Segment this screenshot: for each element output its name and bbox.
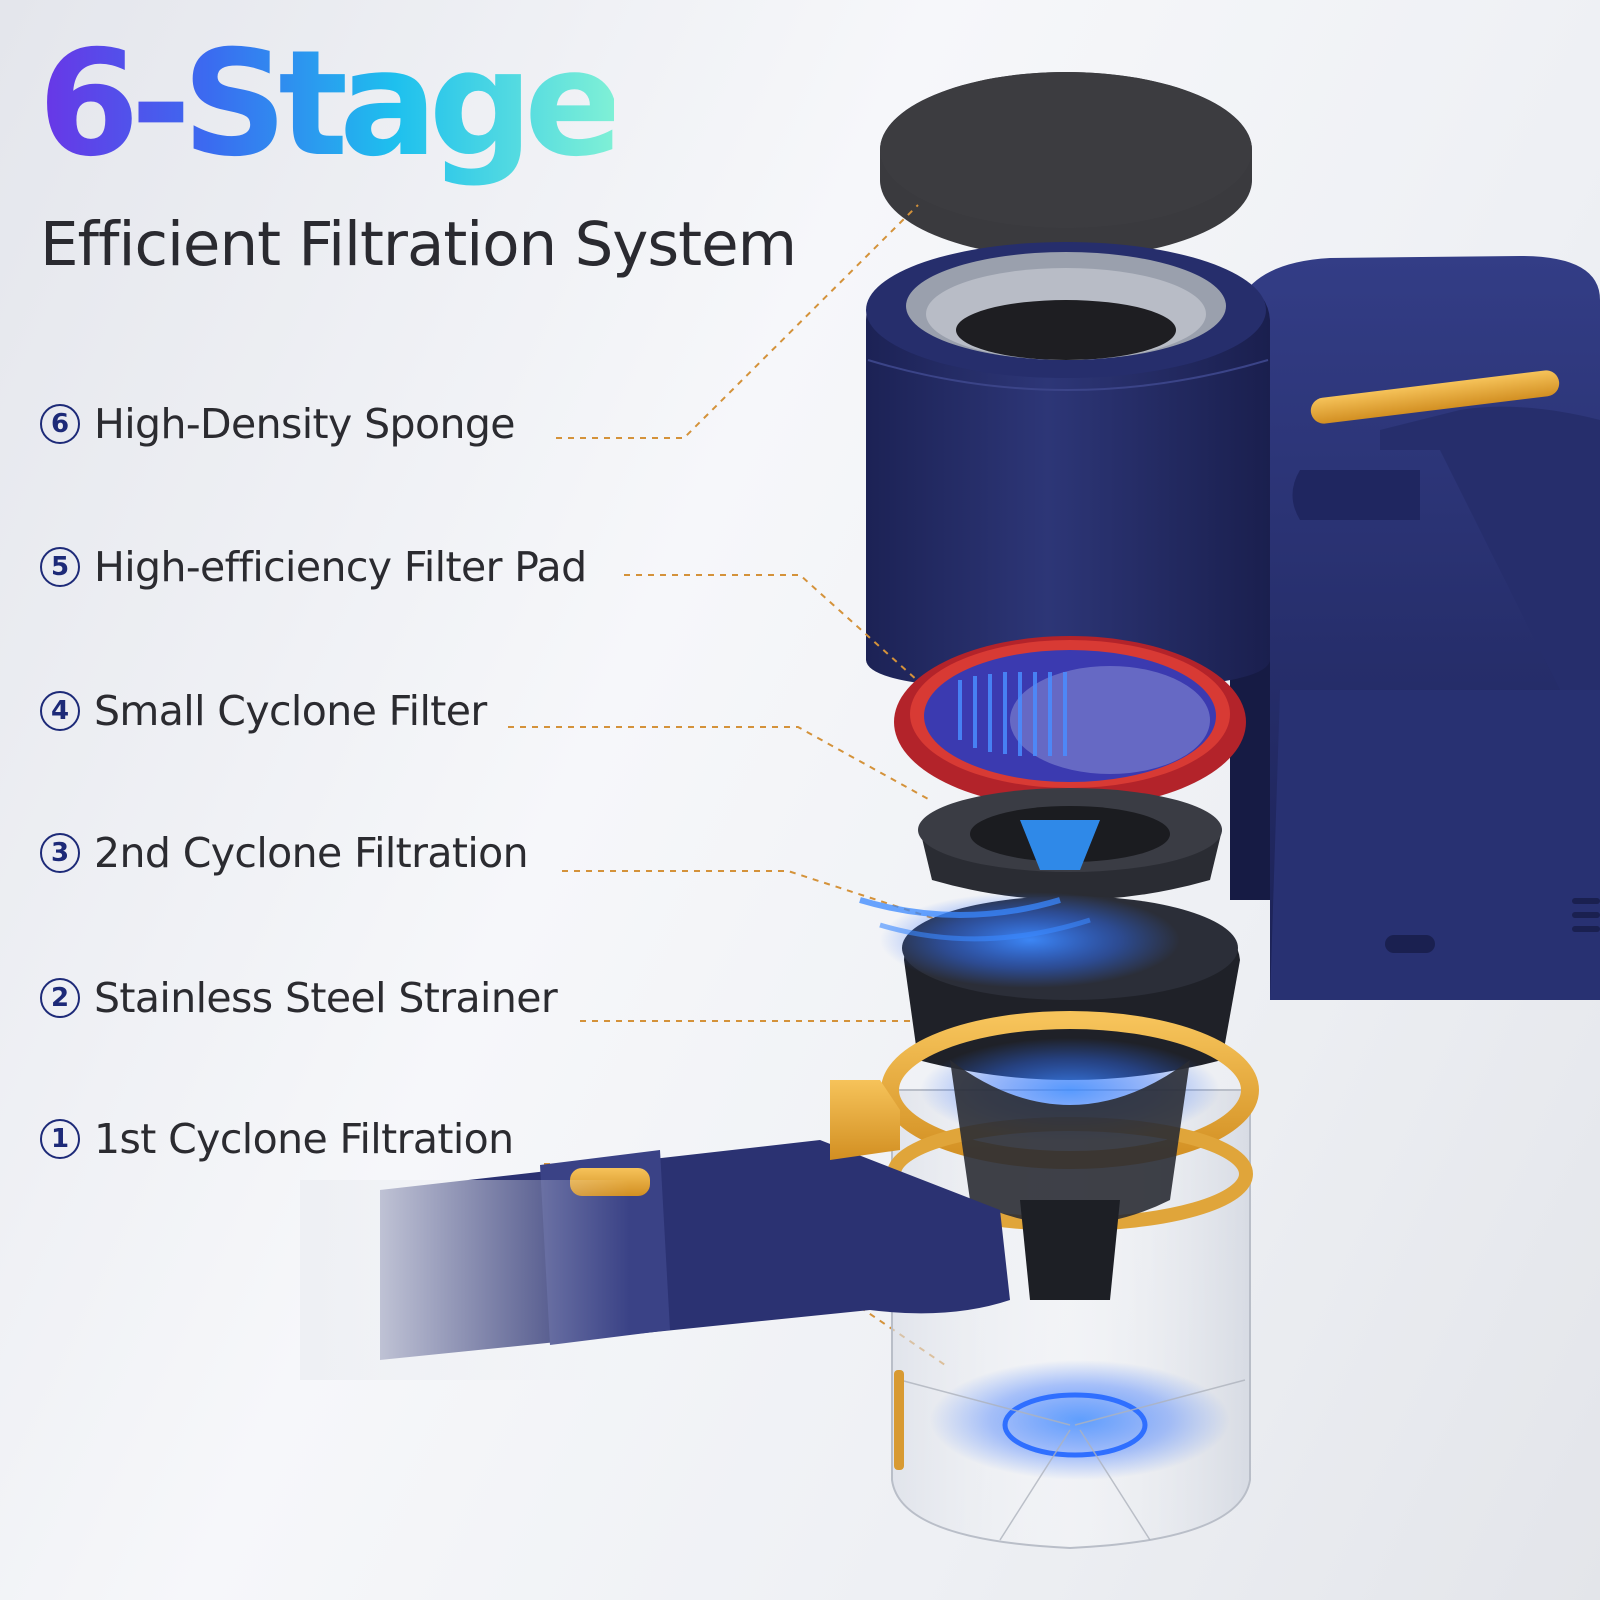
dust-cup xyxy=(881,1011,1259,1550)
stage-label: 1st Cyclone Filtration xyxy=(94,1115,514,1163)
filter-pad-ring xyxy=(894,636,1246,808)
stage-label: 2nd Cyclone Filtration xyxy=(94,829,529,877)
stage-item-4: 4 Small Cyclone Filter xyxy=(40,687,487,735)
stage-item-1: 1 1st Cyclone Filtration xyxy=(40,1115,514,1163)
stage-label: High-efficiency Filter Pad xyxy=(94,543,587,591)
stage-number-badge: 6 xyxy=(40,404,80,444)
small-cyclone-filter xyxy=(918,788,1222,900)
stage-number-badge: 4 xyxy=(40,691,80,731)
stage-item-6: 6 High-Density Sponge xyxy=(40,400,516,448)
handle-body xyxy=(1230,256,1600,1000)
stage-label: Small Cyclone Filter xyxy=(94,687,487,735)
stage-label: High-Density Sponge xyxy=(94,400,516,448)
stage-item-2: 2 Stainless Steel Strainer xyxy=(40,974,558,1022)
intake-nozzle xyxy=(300,1080,1010,1380)
stage-number-badge: 5 xyxy=(40,547,80,587)
stage-label: Stainless Steel Strainer xyxy=(94,974,558,1022)
headline: 6-Stage xyxy=(38,19,623,189)
sponge-disc xyxy=(880,72,1252,258)
filter-housing xyxy=(866,242,1270,690)
stage-item-3: 3 2nd Cyclone Filtration xyxy=(40,829,529,877)
stage-number-badge: 1 xyxy=(40,1119,80,1159)
stage-number-badge: 3 xyxy=(40,833,80,873)
subheadline: Efficient Filtration System xyxy=(40,209,797,280)
stage-number-badge: 2 xyxy=(40,978,80,1018)
stage-item-5: 5 High-efficiency Filter Pad xyxy=(40,543,587,591)
